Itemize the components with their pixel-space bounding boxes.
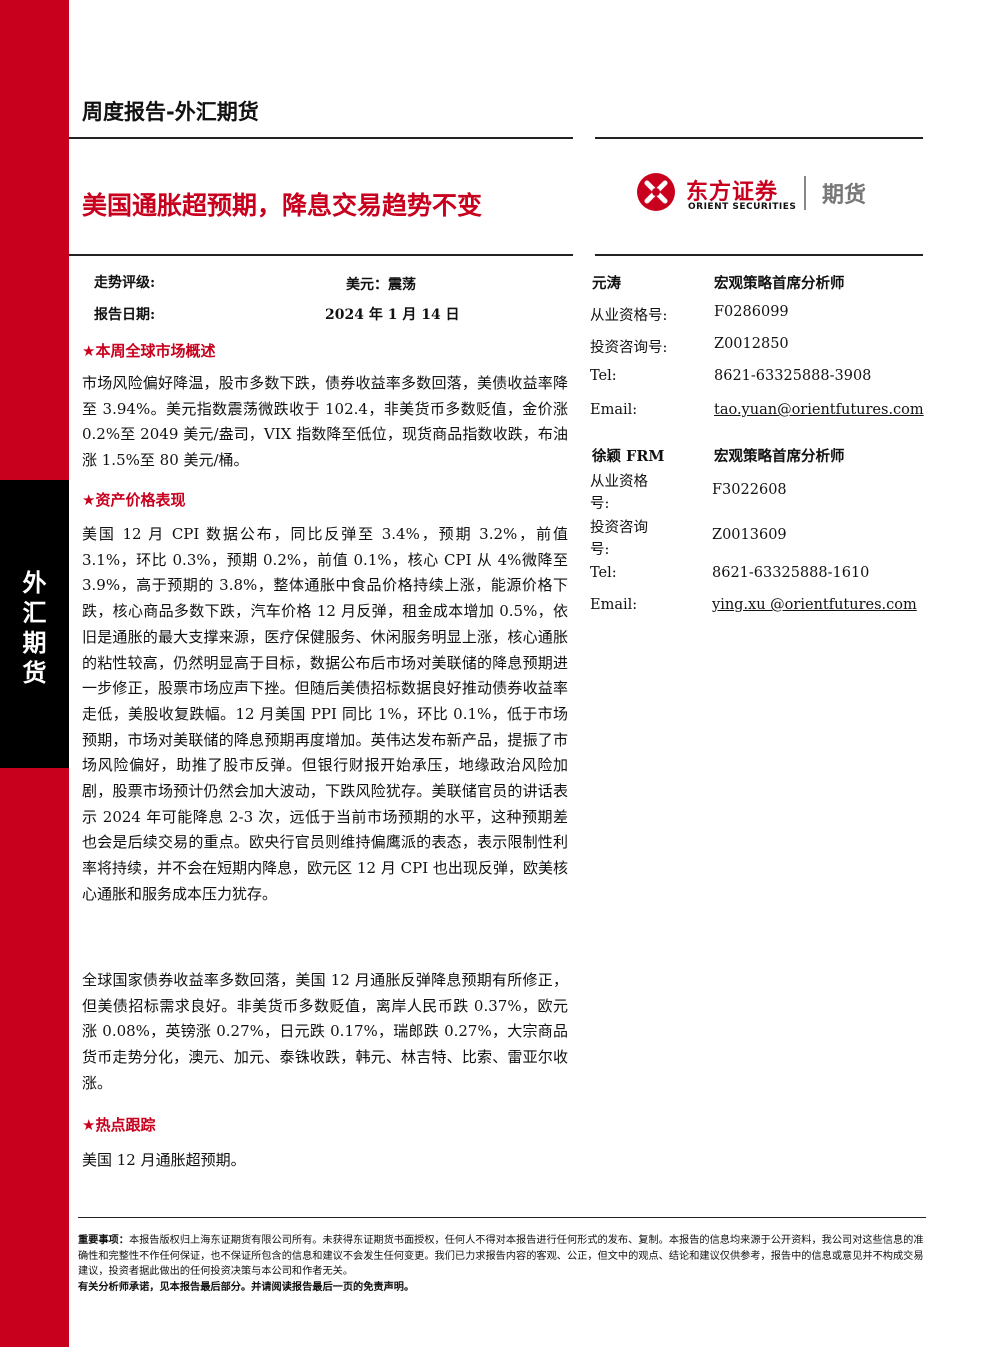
contact-value: Z0013609	[712, 527, 787, 543]
contact-label: 从业资格号:	[590, 308, 668, 324]
section-heading: ★热点跟踪	[82, 1116, 156, 1134]
section-heading-text: 资产价格表现	[95, 491, 186, 509]
analyst-title: 宏观策略首席分析师	[714, 275, 845, 292]
section-heading-text: 热点跟踪	[95, 1116, 156, 1134]
logo-divider	[804, 176, 806, 210]
contact-value: F3022608	[712, 482, 787, 498]
contact-label: Email:	[590, 402, 638, 418]
date-value: 2024 年 1 月 14 日	[325, 307, 460, 323]
contact-label: 从业资格	[590, 474, 648, 490]
disclaimer-lead: 重要事项：	[78, 1234, 129, 1246]
section-heading: ★资产价格表现	[82, 491, 186, 509]
contact-value: 8621-63325888-3908	[714, 368, 872, 384]
headline: 美国通胀超预期，降息交易趋势不变	[82, 191, 483, 220]
divider	[69, 137, 573, 139]
contact-label: Tel:	[590, 368, 617, 384]
contact-label: Tel:	[590, 565, 617, 581]
section-heading: ★本周全球市场概述	[82, 342, 216, 360]
email-link[interactable]: tao.yuan@orientfutures.com	[714, 402, 924, 418]
divider	[595, 137, 923, 139]
section-heading-text: 本周全球市场概述	[95, 342, 216, 360]
contact-label: 号:	[590, 496, 610, 512]
disclaimer-footer: 有关分析师承诺，见本报告最后部分。并请阅读报告最后一页的免责声明。	[78, 1280, 415, 1293]
disclaimer-text: 本报告版权归上海东证期货有限公司所有。未获得东证期货书面授权，任何人不得对本报告…	[78, 1235, 924, 1277]
email-link[interactable]: ying.xu @orientfutures.com	[712, 597, 917, 613]
analyst-name: 徐颖 FRM	[592, 448, 665, 465]
paragraph: 市场风险偏好降温，股市多数下跌，债券收益率多数回落，美债收益率降至 3.94%。…	[82, 374, 568, 470]
paragraph: 全球国家债券收益率多数回落，美国 12 月通胀反弹降息预期有所修正，但美债招标需…	[82, 971, 568, 1092]
report-type: 周度报告-外汇期货	[82, 100, 259, 124]
contact-label: 投资咨询号:	[590, 340, 668, 356]
analyst-title: 宏观策略首席分析师	[714, 448, 845, 465]
logo-chinese-name: 东方证券	[686, 180, 779, 205]
contact-value: Z0012850	[714, 336, 789, 352]
divider	[595, 254, 923, 256]
contact-value: F0286099	[714, 304, 789, 320]
contact-label: 号:	[590, 542, 610, 558]
rating-label: 走势评级:	[94, 275, 156, 291]
category-char: 外	[22, 569, 47, 597]
logo-mark-icon	[637, 173, 675, 211]
contact-label: 投资咨询	[590, 520, 648, 536]
footer-divider	[78, 1217, 926, 1218]
logo-english-name: ORIENT SECURITIES	[688, 202, 797, 212]
contact-label: Email:	[590, 597, 638, 613]
date-label: 报告日期:	[94, 307, 156, 323]
paragraph: 美国 12 月通胀超预期。	[82, 1151, 246, 1169]
rating-value: 美元：震荡	[346, 277, 416, 293]
sidebar-category-label: 外 汇 期 货	[0, 568, 69, 688]
contact-value: 8621-63325888-1610	[712, 565, 870, 581]
category-char: 汇	[22, 599, 47, 627]
disclaimer: 重要事项：本报告版权归上海东证期货有限公司所有。未获得东证期货书面授权，任何人不…	[78, 1233, 928, 1295]
analyst-name: 元涛	[592, 275, 621, 292]
category-char: 货	[22, 659, 47, 687]
sidebar-black-block	[0, 480, 69, 768]
logo-futures-label: 期货	[822, 183, 867, 208]
category-char: 期	[22, 629, 47, 657]
paragraph: 美国 12 月 CPI 数据公布，同比反弹至 3.4%，预期 3.2%，前值 3…	[82, 525, 568, 903]
company-logo: 东方证券 ORIENT SECURITIES 期货	[636, 172, 886, 216]
divider	[69, 254, 573, 256]
